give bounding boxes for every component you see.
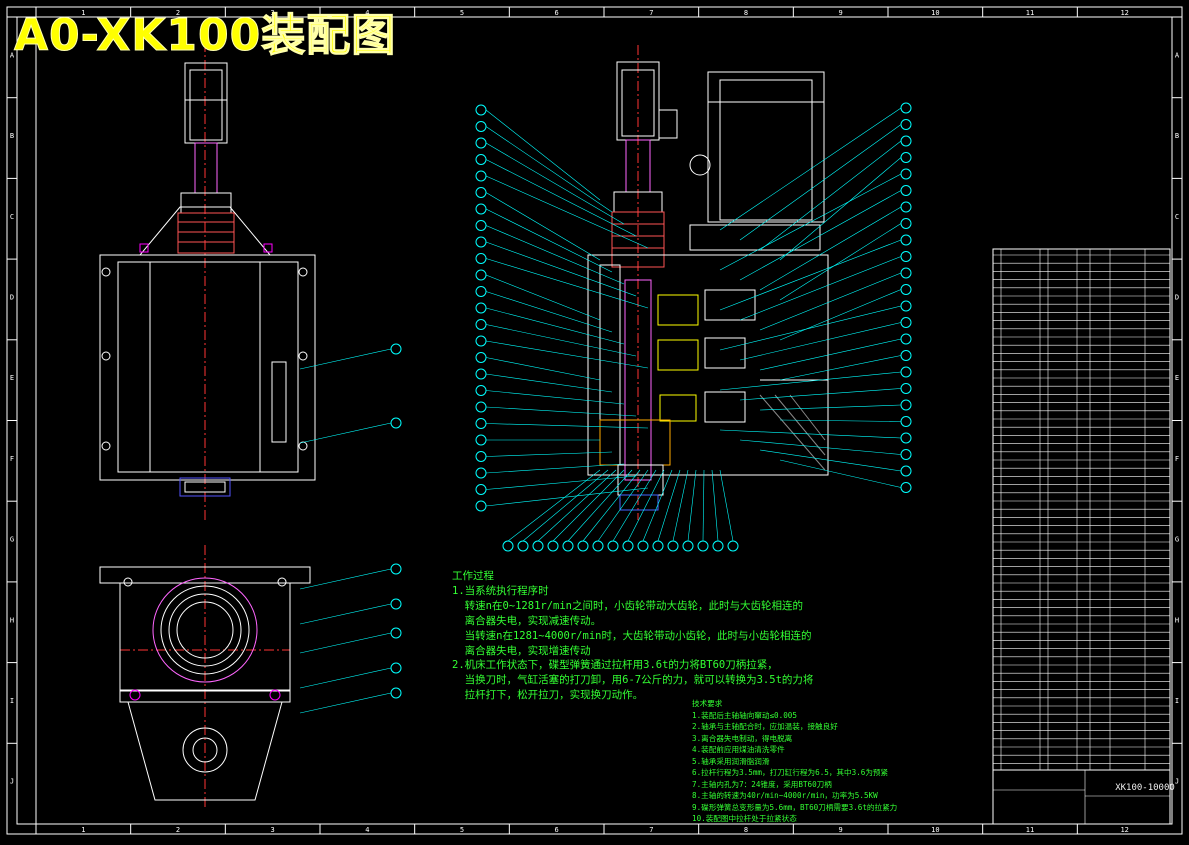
drawing-title: A0-XK100装配图 [13,10,397,61]
row-mark: D [10,293,14,301]
technical-requirements: 技术要求 1.装配后主轴轴向窜动≤0.005 2.轴承与主轴配合时，应加温装，接… [692,698,897,825]
column-mark: 7 [649,826,653,834]
row-mark: G [10,536,14,544]
tech-requirement-line: 10.装配图中拉杆处于拉紧状态 [692,814,797,824]
column-mark: 6 [555,9,559,17]
column-mark: 7 [649,9,653,17]
part-leaders [299,102,912,714]
process-note-line: 2.机床工作状态下，碟型弹簧通过拉杆用3.6t的力将BT60刀柄拉紧， [452,659,778,672]
column-mark: 3 [271,9,275,17]
tech-requirement-line: 4.装配前应用煤油清洗零件 [692,745,785,755]
row-mark: A [10,51,15,59]
sheet-frame [6,6,1183,835]
column-mark: 12 [1120,9,1128,17]
border-row-marks: A A B B C C D D E E F F G G H H I I J J [7,16,1182,786]
column-mark: 3 [271,826,275,834]
process-note-line: 转速n在0~1281r/min之间时，小齿轮带动大齿轮，此时与大齿轮相连的 [452,599,804,612]
column-mark: 11 [1026,9,1034,17]
process-note-line: 拉杆打下，松开拉刀，实现换刀动作。 [452,689,644,702]
process-note-line: 离合器失电，实现减速传动。 [452,614,602,627]
column-mark: 2 [176,9,180,17]
process-note-line: 当换刀时，气缸活塞的打刀卸，用6-7公斤的力，就可以转换为3.5t的力将 [452,674,814,687]
front-view [99,42,316,520]
row-mark: G [1175,536,1179,544]
tech-requirements-heading: 技术要求 [692,699,723,708]
tech-requirement-line: 8.主轴的转速为40r/min~4000r/min，功率为5.5KW [692,791,878,801]
top-view [99,545,311,810]
tech-requirement-line: 3.离合器失电制动，得电脱离 [692,733,793,743]
row-mark: H [1175,616,1179,624]
tech-requirement-line: 7.主轴内孔为7：24锥度，采用BT60刀柄 [692,779,832,789]
column-mark: 5 [460,826,464,834]
column-mark: 5 [460,9,464,17]
process-notes-heading: 工作过程 [452,570,494,582]
column-mark: 1 [81,9,85,17]
column-mark: 4 [365,826,369,834]
row-mark: D [1175,293,1179,301]
column-mark: 8 [744,9,748,17]
row-mark: F [1175,455,1179,463]
column-mark: 9 [839,9,843,17]
column-mark: 12 [1120,826,1128,834]
column-mark: 4 [365,9,369,17]
row-mark: I [1175,697,1179,705]
process-note-line: 当转速n在1281~4000r/min时，大齿轮带动小齿轮，此时与小齿轮相连的 [452,629,812,642]
row-mark: H [10,616,14,624]
process-note-line: 离合器失电，实现增速传动 [452,644,591,657]
row-mark: A [1175,51,1180,59]
column-mark: 9 [839,826,843,834]
drawing-number: XK100-10000 [1115,783,1175,793]
row-mark: E [1175,374,1179,382]
row-mark: E [10,374,14,382]
column-mark: 1 [81,826,85,834]
tech-requirement-line: 6.拉杆行程为3.5mm，打刀缸行程为6.5，其中3.6为预紧 [692,768,889,778]
column-mark: 8 [744,826,748,834]
column-mark: 10 [931,9,939,17]
process-notes: 工作过程 1.当系统执行程序时 转速n在0~1281r/min之间时，小齿轮带动… [452,569,813,703]
column-mark: 10 [931,826,939,834]
column-mark: 2 [176,826,180,834]
row-mark: C [1175,213,1179,221]
row-mark: I [10,697,14,705]
tech-requirement-line: 2.轴承与主轴配合时，应加温装，接触良好 [692,722,838,732]
row-mark: J [10,778,14,786]
row-mark: F [10,455,14,463]
process-note-line: 1.当系统执行程序时 [452,584,549,597]
row-mark: C [10,213,14,221]
column-mark: 6 [555,826,559,834]
tech-requirement-line: 1.装配后主轴轴向窜动≤0.005 [692,710,797,720]
parts-list-table [992,248,1171,825]
row-mark: J [1175,778,1179,786]
tech-requirement-line: 5.轴承采用润滑脂润滑 [692,756,770,766]
column-mark: 11 [1026,826,1034,834]
tech-requirement-line: 9.碟形弹簧总变形量为5.6mm，BT60刀柄需要3.6t的拉紧力 [692,802,898,812]
row-mark: B [1175,132,1179,140]
section-view [587,45,829,520]
row-mark: B [10,132,14,140]
